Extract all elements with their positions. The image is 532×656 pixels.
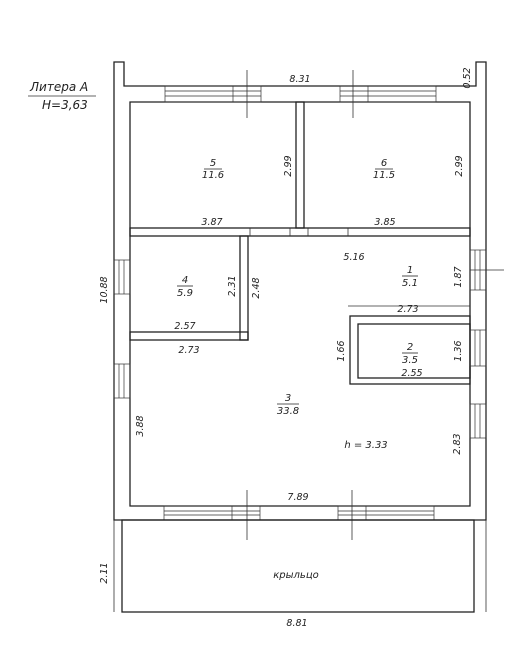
plan-title: Литера А: [29, 80, 88, 94]
window-left-lower: [113, 363, 131, 399]
porch-label: крыльцо: [273, 570, 319, 581]
room-label-3: 3 33.8: [277, 393, 299, 417]
dim-room6-width: 3.85: [374, 217, 395, 228]
dim-room4-height-a: 2.31: [227, 275, 238, 296]
dim-room2-top-width: 2.73: [397, 304, 418, 315]
windows: [113, 70, 504, 540]
dim-room4-outer-width: 2.73: [178, 345, 199, 356]
dim-room3-width: 7.89: [287, 492, 308, 503]
svg-text:3.5: 3.5: [402, 355, 418, 366]
dim-porch-height: 2.11: [99, 562, 110, 583]
room-label-6: 6 11.5: [373, 158, 395, 181]
room-label-5: 5 11.6: [202, 158, 224, 181]
window-top-left: [164, 70, 262, 118]
window-right-lower: [469, 403, 487, 439]
plan-height: H=3,63: [42, 98, 88, 112]
dim-top-right: 0.52: [462, 67, 473, 88]
dim-top-width: 8.31: [289, 74, 310, 85]
ceiling-height: h = 3.33: [344, 440, 387, 451]
svg-text:33.8: 33.8: [277, 406, 299, 417]
dim-room2-height-right: 1.36: [453, 340, 464, 361]
dim-room4-height-b: 2.48: [251, 277, 262, 298]
svg-text:5: 5: [210, 158, 216, 169]
dim-room6-height: 2.99: [454, 155, 465, 176]
dim-room2-inner-width: 2.55: [401, 368, 422, 379]
dim-room2-height-left: 1.66: [336, 340, 347, 361]
svg-text:11.5: 11.5: [373, 170, 395, 181]
svg-text:1: 1: [407, 265, 413, 276]
dim-room4-inner-width: 2.57: [174, 321, 195, 332]
dim-porch-width: 8.81: [286, 618, 307, 629]
window-left-upper: [113, 259, 131, 295]
svg-text:6: 6: [381, 158, 387, 169]
window-right-middle: [469, 329, 487, 367]
dim-room1-height: 1.87: [453, 266, 464, 287]
room-label-4: 4 5.9: [177, 275, 193, 299]
svg-text:4: 4: [182, 275, 188, 286]
dim-corridor-width: 5.16: [343, 252, 364, 263]
room-label-1: 1 5.1: [402, 265, 418, 289]
room-label-2: 2 3.5: [402, 342, 418, 366]
svg-text:3: 3: [285, 393, 291, 404]
porch: крыльцо: [113, 519, 487, 613]
dim-room3-height-right: 2.83: [452, 433, 463, 454]
window-top-right: [339, 70, 437, 118]
svg-text:5.1: 5.1: [402, 278, 418, 289]
svg-text:2: 2: [407, 342, 413, 353]
window-bottom-left: [163, 490, 261, 540]
svg-text:5.9: 5.9: [177, 288, 193, 299]
window-right-upper: [469, 249, 504, 291]
outer-wall: [113, 61, 487, 521]
dim-left-height: 10.88: [99, 276, 110, 303]
dim-room5-width: 3.87: [201, 217, 222, 228]
dim-room3-height-left: 3.88: [135, 415, 146, 436]
window-bottom-right: [337, 490, 435, 540]
dim-room5-height: 2.99: [283, 155, 294, 176]
interior-walls: [129, 101, 471, 385]
svg-text:11.6: 11.6: [202, 170, 224, 181]
